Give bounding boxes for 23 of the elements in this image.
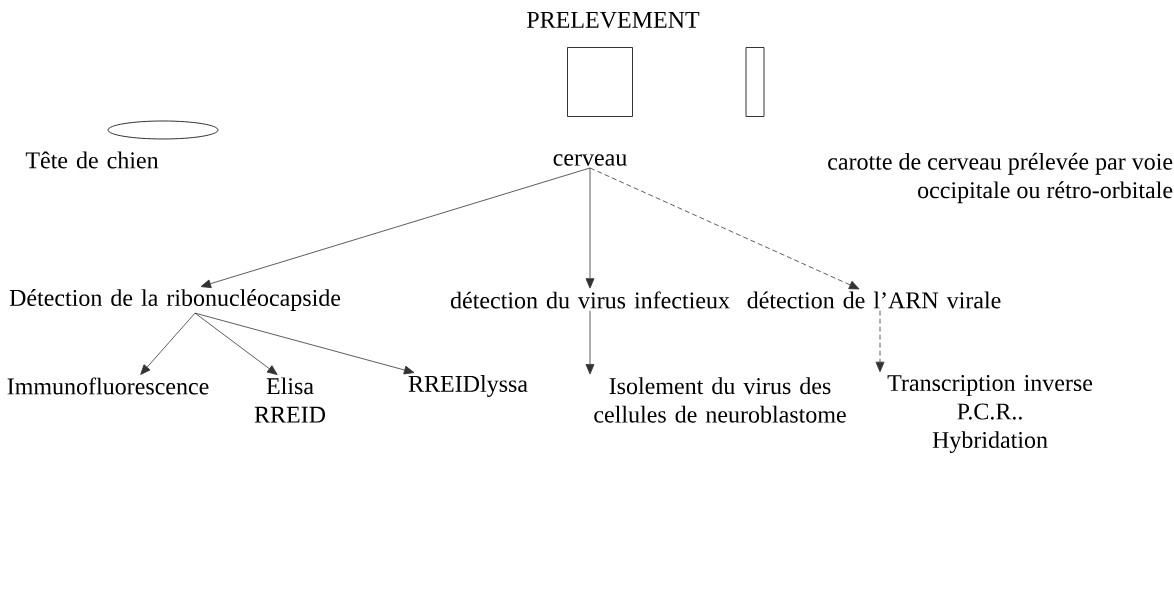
text-label: RREIDlyssa xyxy=(408,375,528,397)
arrow xyxy=(194,312,415,375)
arrow xyxy=(875,310,885,373)
text-label: Détection de la ribonucléocapside xyxy=(9,289,341,311)
heading: PRELEVEMENT xyxy=(527,11,700,29)
node-label: Tête de chien xyxy=(25,151,159,169)
arrow xyxy=(200,167,591,289)
text-label: Immunofluorescence xyxy=(7,377,209,395)
text-label: Transcription inverse P.C.R.. Hybridation xyxy=(887,374,1093,454)
node-label: carotte de cerveau prélevée par voie occipitale ou rétro-orbitale xyxy=(828,152,1173,204)
arrow xyxy=(194,312,278,375)
text-label: détection de l’ARN virale xyxy=(747,291,1001,309)
labeled-sample: cerveau xyxy=(553,47,633,166)
arrow xyxy=(585,310,595,375)
text-label: Elisa RREID xyxy=(254,377,326,423)
labeled-sample: Tête de chien xyxy=(25,120,219,169)
labeled-sample: carotte de cerveau prélevée par voie occipitale ou rétro-orbitale xyxy=(745,47,1173,204)
arrow xyxy=(140,312,196,375)
text-label: détection du virus infectieux xyxy=(450,291,730,309)
text-label: Isolement du virus des cellules de neuroblastome xyxy=(594,377,846,423)
node-label: cerveau xyxy=(553,154,627,166)
arrow xyxy=(585,167,595,289)
arrow xyxy=(589,167,860,290)
